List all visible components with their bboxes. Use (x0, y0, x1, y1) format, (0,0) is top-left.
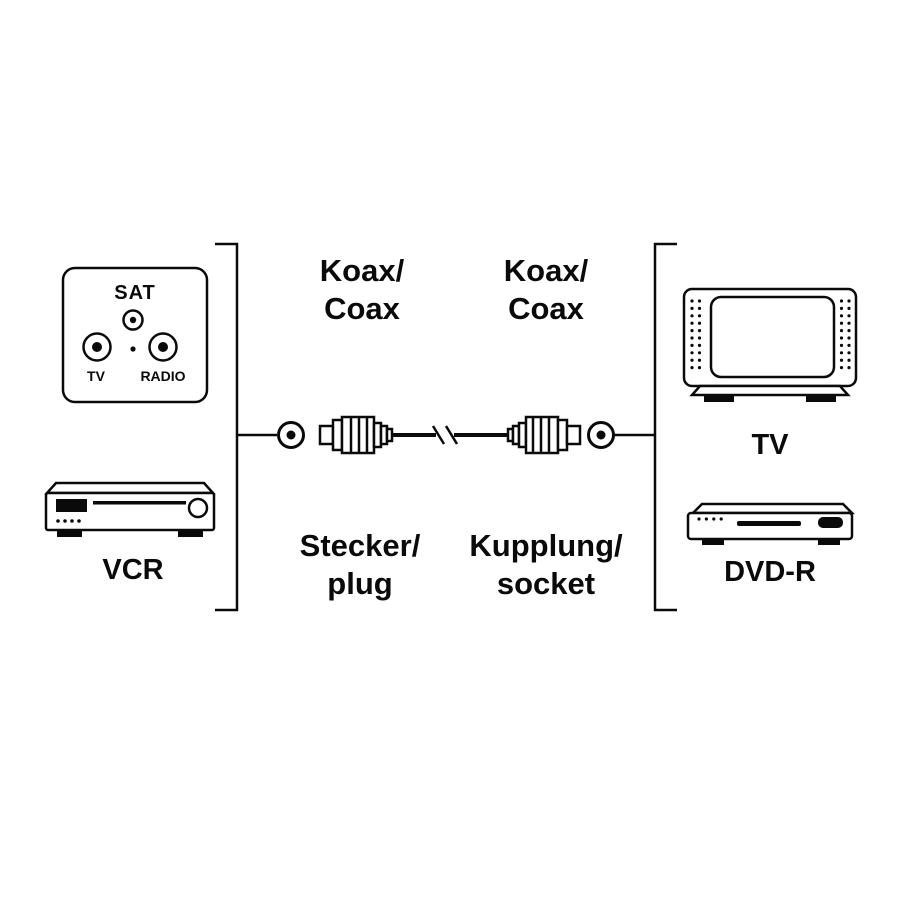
vcr-dial (187, 497, 209, 519)
label-koax-right: Koax/ Coax (504, 252, 588, 328)
label-koax-right-line2: Coax (508, 291, 584, 326)
cable-break-marks (431, 425, 459, 445)
dvd-button (818, 517, 843, 528)
right-bracket (614, 242, 677, 612)
label-koax-right-line1: Koax/ (503, 253, 589, 288)
label-koax-left-line1: Koax/ (319, 253, 405, 288)
tv-connector-icon (82, 332, 112, 362)
sat-connector-icon (122, 309, 144, 331)
left-bracket (215, 242, 277, 612)
socket-symbol-left (277, 421, 305, 449)
tv-label: TV (751, 429, 789, 461)
vcr-label: VCR (102, 554, 164, 586)
coax-cable-drawing (277, 415, 615, 455)
tv-drawing (682, 287, 858, 402)
socket-symbol-right (587, 421, 615, 449)
vcr-drawing (44, 481, 216, 537)
label-socket-line2: socket (496, 566, 596, 601)
label-plug-line2: plug (327, 566, 393, 601)
label-koax-left: Koax/ Coax (320, 252, 404, 328)
dvd-disc-slot (737, 521, 801, 526)
coax-coupling-right (506, 415, 582, 455)
sat-port-radio-label: RADIO (140, 368, 186, 384)
label-plug: Stecker/ plug (300, 527, 421, 603)
vcr-display (56, 499, 87, 512)
label-socket-line1: Kupplung/ (469, 528, 623, 563)
label-koax-left-line2: Coax (324, 291, 400, 326)
coax-plug-left (318, 415, 394, 455)
dvd-label: DVD-R (724, 556, 816, 588)
dvd-recorder-drawing (686, 502, 856, 545)
radio-connector-icon (148, 332, 178, 362)
label-socket: Kupplung/ socket (469, 527, 622, 603)
sat-socket-drawing (61, 266, 209, 404)
sat-socket-title: SAT (114, 282, 156, 304)
tv-screen (709, 295, 836, 379)
label-plug-line1: Stecker/ (299, 528, 421, 563)
vcr-tape-slot (93, 501, 186, 505)
sat-port-tv-label: TV (87, 368, 105, 384)
